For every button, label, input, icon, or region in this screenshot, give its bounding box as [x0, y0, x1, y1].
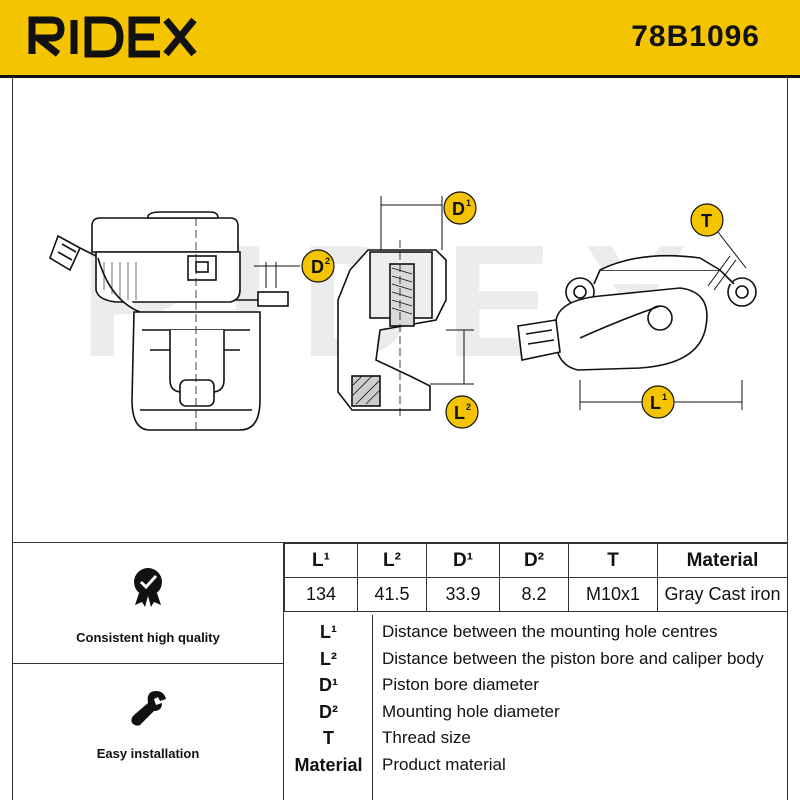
callout-l2	[445, 395, 479, 429]
feature-quality: Consistent high quality	[12, 567, 284, 645]
callout-d2-letter: D	[311, 257, 324, 277]
legend-description: Thread size	[382, 728, 471, 747]
legend-symbol: D²	[319, 702, 338, 722]
specs-table: L¹ L² D¹ D² T Material 134 41.5 33.9 8.2…	[284, 543, 788, 612]
spec-value-l2: 41.5	[357, 577, 427, 612]
spec-value-d1: 33.9	[426, 577, 500, 612]
legend-symbol: L²	[320, 649, 337, 669]
callout-l2-letter: L	[454, 403, 465, 423]
features-divider	[12, 663, 284, 664]
caliper-side-view	[49, 211, 300, 432]
legend-row: Material Product material	[284, 752, 788, 778]
section-divider	[12, 542, 788, 543]
callout-d2	[301, 249, 335, 283]
ridex-logo	[28, 16, 197, 58]
spec-header-l2: L²	[357, 543, 427, 578]
callout-d1-sup: 1	[466, 198, 471, 208]
callout-t	[690, 203, 724, 237]
legend-description: Distance between the mounting hole centr…	[382, 622, 718, 641]
callout-l2-sup: 2	[466, 402, 471, 412]
caliper-rear-view	[517, 231, 757, 410]
spec-header-material: Material	[657, 543, 788, 578]
legend-symbol-column	[284, 615, 373, 800]
callout-l1	[641, 385, 675, 419]
spec-value-t: M10x1	[568, 577, 658, 612]
spec-header-t: T	[568, 543, 658, 578]
callout-t-letter: T	[701, 211, 712, 231]
legend-row: D¹ Piston bore diameter	[284, 672, 788, 698]
spec-value-l1: 134	[284, 577, 358, 612]
legend-symbol: T	[323, 728, 334, 748]
legend-row: L² Distance between the piston bore and …	[284, 646, 788, 672]
content-frame	[12, 78, 788, 800]
features-panel: Consistent high quality Easy installatio…	[12, 543, 284, 800]
feature-quality-label: Consistent high quality	[76, 630, 220, 645]
legend-description: Distance between the piston bore and cal…	[382, 649, 764, 668]
callout-d1	[443, 191, 477, 225]
legend-description: Product material	[382, 755, 506, 774]
spec-header-l1: L¹	[284, 543, 358, 578]
feature-installation: Easy installation	[12, 687, 284, 761]
legend-symbol: L¹	[320, 622, 337, 642]
callout-d2-sup: 2	[325, 256, 330, 266]
legend-row: T Thread size	[284, 725, 788, 751]
spec-header-d1: D¹	[426, 543, 500, 578]
wrench-icon	[131, 691, 166, 726]
legend-row: D² Mounting hole diameter	[284, 699, 788, 725]
part-number: 78B1096	[631, 20, 760, 53]
technical-drawing: RIDEX	[49, 191, 757, 432]
brand-header: 78B1096	[0, 0, 800, 78]
callout-d1-letter: D	[452, 199, 465, 219]
legend-description: Piston bore diameter	[382, 675, 539, 694]
badge-check-icon	[134, 568, 162, 607]
spec-value-d2: 8.2	[499, 577, 569, 612]
spec-value-material: Gray Cast iron	[657, 577, 788, 612]
spec-header-d2: D²	[499, 543, 569, 578]
specs-header-row: L¹ L² D¹ D² T Material	[284, 543, 788, 578]
legend: L¹ Distance between the mounting hole ce…	[284, 615, 788, 800]
callout-l1-letter: L	[650, 393, 661, 413]
legend-symbol: Material	[294, 755, 363, 775]
specs-value-row: 134 41.5 33.9 8.2 M10x1 Gray Cast iron	[284, 577, 788, 612]
caliper-section-view	[337, 196, 474, 420]
legend-row: L¹ Distance between the mounting hole ce…	[284, 619, 788, 645]
callout-l1-sup: 1	[662, 392, 667, 402]
feature-installation-label: Easy installation	[96, 746, 200, 761]
legend-symbol: D¹	[319, 675, 338, 695]
legend-description: Mounting hole diameter	[382, 702, 560, 721]
